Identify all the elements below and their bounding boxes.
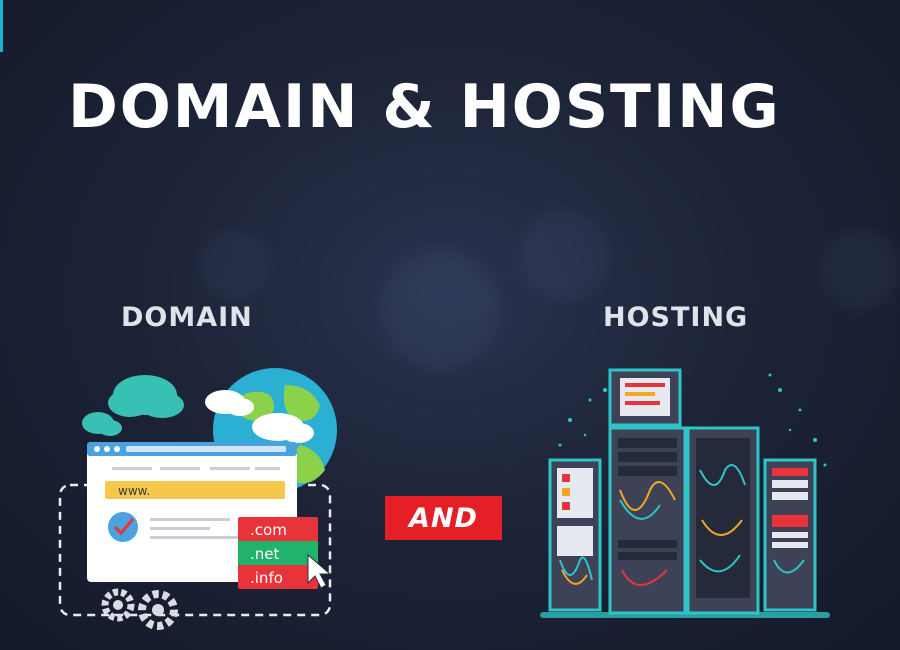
server-rack-icon xyxy=(608,426,687,615)
cloud-icon xyxy=(205,390,254,416)
and-text: AND xyxy=(409,502,478,534)
bokeh-light xyxy=(380,250,500,370)
accent-bar xyxy=(0,0,3,52)
checkmark-icon xyxy=(108,512,138,542)
bokeh-light xyxy=(820,230,900,310)
and-badge: AND xyxy=(385,496,502,540)
extension-info: .info xyxy=(250,569,283,587)
server-rack-icon xyxy=(608,368,682,427)
extension-net: .net xyxy=(250,545,280,563)
cloud-icon xyxy=(108,375,184,418)
bokeh-light xyxy=(520,210,610,300)
server-rack-icon xyxy=(763,458,817,612)
cloud-icon xyxy=(82,412,122,436)
cloud-icon xyxy=(252,413,314,443)
extension-com: .com xyxy=(250,521,287,539)
hosting-illustration xyxy=(540,368,830,618)
gear-icon xyxy=(138,590,178,630)
domain-illustration: www. .com .net .info xyxy=(58,368,337,630)
server-rack-icon xyxy=(686,426,760,615)
bokeh-light xyxy=(200,230,270,300)
server-rack-icon xyxy=(548,458,602,612)
cursor-icon xyxy=(307,553,332,589)
url-text: www. xyxy=(118,484,150,498)
domain-label: DOMAIN xyxy=(121,302,253,333)
gear-icon xyxy=(101,588,135,622)
page-title: DOMAIN & HOSTING xyxy=(68,72,781,142)
hosting-label: HOSTING xyxy=(603,302,749,333)
